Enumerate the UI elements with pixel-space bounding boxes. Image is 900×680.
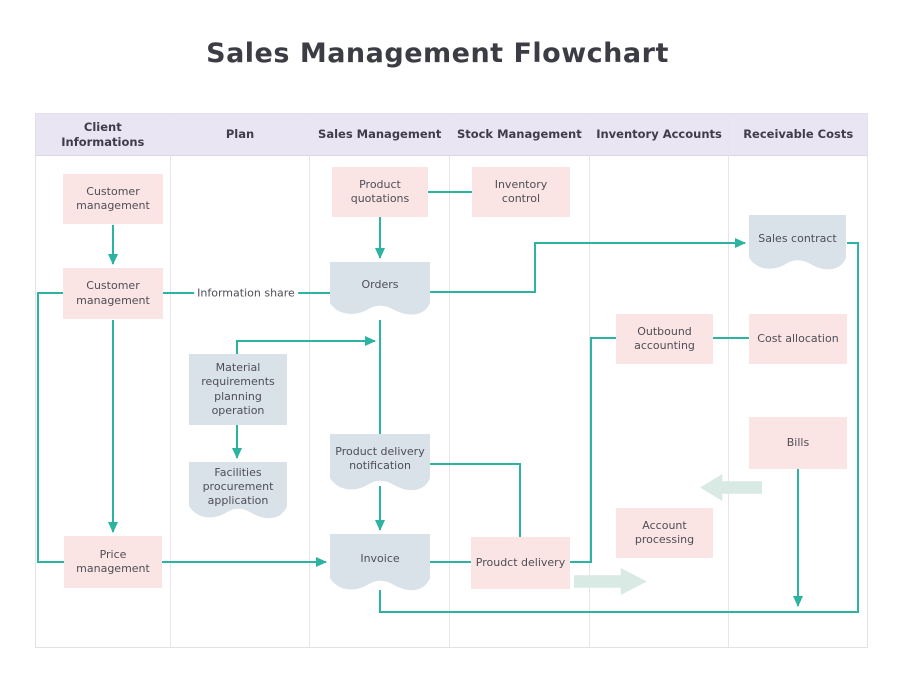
node-label: Facilities procurement application bbox=[202, 465, 274, 508]
node-label: Orders bbox=[361, 277, 399, 291]
lane-receivable-costs: Receivable Costs bbox=[729, 114, 868, 647]
node-product-delivery-notification[interactable]: Product delivery notification bbox=[330, 434, 430, 496]
node-label: Cost allocation bbox=[757, 331, 839, 345]
node-label: Proudct delivery bbox=[475, 555, 566, 569]
node-label: Inventory control bbox=[494, 177, 548, 205]
lane-header-sales-management: Sales Management bbox=[310, 114, 450, 156]
document-shape-icon bbox=[330, 262, 430, 315]
document-shape-icon bbox=[189, 462, 287, 519]
lane-body-inventory-accounts bbox=[589, 156, 729, 647]
node-customer-management-2[interactable]: Customer management bbox=[63, 268, 163, 319]
node-invoice[interactable]: Invoice bbox=[330, 534, 430, 596]
lane-header-stock-management: Stock Management bbox=[450, 114, 589, 156]
node-product-delivery[interactable]: Proudct delivery bbox=[471, 537, 570, 589]
node-product-quotations[interactable]: Product quotations bbox=[332, 167, 428, 217]
node-label: Price management bbox=[76, 547, 150, 575]
node-label: Invoice bbox=[360, 551, 400, 565]
node-orders[interactable]: Orders bbox=[330, 262, 430, 320]
information-share-label: Information share bbox=[194, 286, 298, 300]
node-label: Bills bbox=[786, 435, 810, 449]
lane-header-client-informations: Client Informations bbox=[36, 114, 170, 156]
node-outbound-accounting[interactable]: Outbound accounting bbox=[616, 314, 713, 364]
node-label: Product delivery notification bbox=[335, 444, 425, 472]
node-label: Sales contract bbox=[758, 231, 837, 245]
node-label: Customer management bbox=[76, 279, 150, 307]
lane-header-receivable-costs: Receivable Costs bbox=[729, 114, 868, 156]
lane-header-plan: Plan bbox=[170, 114, 310, 156]
document-shape-icon bbox=[330, 534, 430, 591]
node-label: Account processing bbox=[634, 518, 695, 546]
node-label: Outbound accounting bbox=[634, 324, 695, 352]
page-title: Sales Management Flowchart bbox=[206, 38, 669, 69]
document-shape-icon bbox=[330, 434, 430, 491]
node-customer-management-1[interactable]: Customer management bbox=[63, 174, 163, 224]
node-facilities-procurement-application[interactable]: Facilities procurement application bbox=[189, 462, 287, 524]
node-material-requirements-planning-operation[interactable]: Material requirements planning operation bbox=[189, 354, 287, 425]
node-inventory-control[interactable]: Inventory control bbox=[472, 167, 570, 217]
node-label: Product quotations bbox=[350, 177, 410, 205]
node-bills[interactable]: Bills bbox=[749, 417, 847, 469]
node-label: Material requirements planning operation bbox=[201, 361, 275, 417]
node-account-processing[interactable]: Account processing bbox=[616, 508, 713, 558]
node-label: Customer management bbox=[76, 184, 150, 212]
document-shape-icon bbox=[749, 215, 846, 270]
node-cost-allocation[interactable]: Cost allocation bbox=[749, 314, 847, 364]
lane-inventory-accounts: Inventory Accounts bbox=[589, 114, 730, 647]
node-sales-contract[interactable]: Sales contract bbox=[749, 215, 846, 275]
node-price-management[interactable]: Price management bbox=[64, 536, 162, 588]
lane-header-inventory-accounts: Inventory Accounts bbox=[589, 114, 729, 156]
